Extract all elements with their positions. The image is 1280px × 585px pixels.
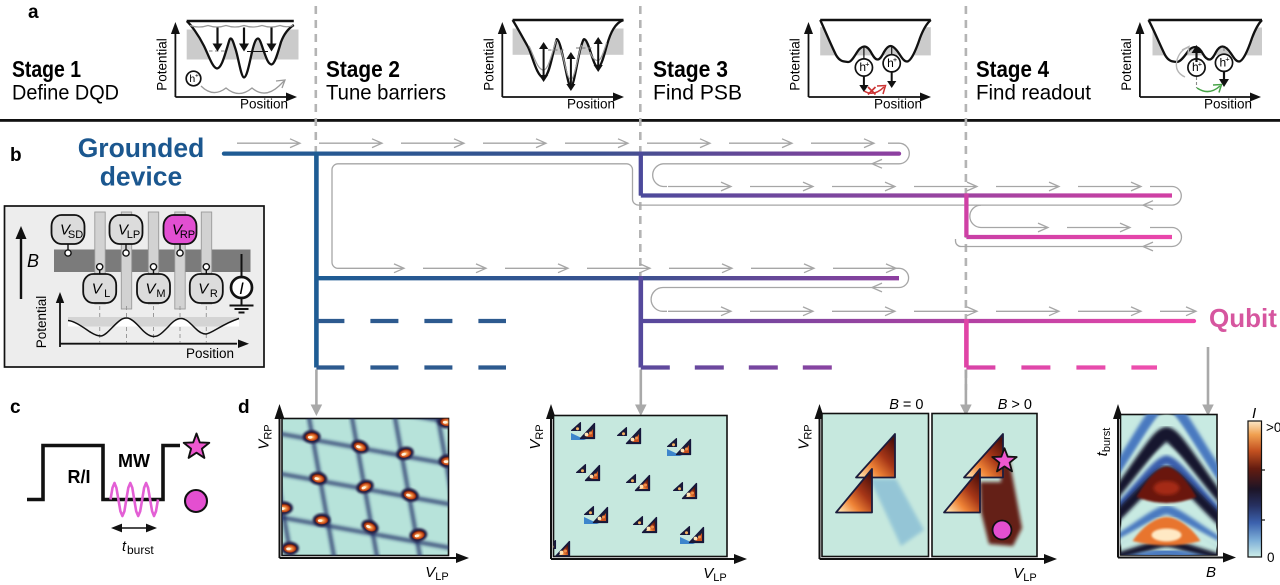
svg-text:V: V [145,281,157,298]
svg-text:Stage 1: Stage 1 [12,56,81,82]
svg-text:B: B [27,251,39,271]
svg-text:VRP: VRP [527,424,546,449]
svg-text:Qubit: Qubit [1209,303,1277,333]
svg-text:t: t [122,539,127,555]
svg-text:b: b [10,145,22,166]
svg-text:Potential: Potential [34,296,49,349]
svg-text:B: B [1206,564,1216,581]
svg-text:RP: RP [180,229,195,241]
svg-text:VRP: VRP [796,424,815,449]
svg-text:burst: burst [127,543,154,557]
svg-text:+: + [893,55,897,64]
svg-text:d: d [238,397,250,418]
svg-text:R: R [210,288,218,300]
svg-text:B = 0: B = 0 [889,397,923,413]
svg-text:a: a [28,2,39,23]
svg-text:V: V [60,222,72,239]
svg-text:+: + [1225,55,1229,64]
svg-text:V: V [172,222,184,239]
svg-text:h: h [1192,60,1199,74]
svg-text:Find PSB: Find PSB [653,81,742,105]
svg-text:Position: Position [186,346,234,361]
svg-text:Stage 3: Stage 3 [653,56,728,82]
svg-text:Position: Position [1204,97,1252,112]
svg-text:VRP: VRP [256,424,275,449]
svg-text:+: + [195,72,199,79]
svg-text:R/I: R/I [67,467,90,487]
svg-text:V: V [118,222,130,239]
svg-text:Define DQD: Define DQD [12,81,119,105]
svg-text:Potential: Potential [154,38,169,91]
svg-text:c: c [10,397,21,418]
svg-text:Potential: Potential [481,38,496,91]
svg-text:device: device [100,162,183,192]
svg-text:h: h [189,73,195,85]
svg-text:V: V [198,281,210,298]
svg-text:VLP: VLP [703,565,726,584]
svg-text:tburst: tburst [1094,428,1113,457]
svg-text:Grounded: Grounded [78,133,205,163]
svg-text:Potential: Potential [788,38,803,91]
svg-text:I: I [239,279,244,298]
svg-text:B > 0: B > 0 [998,397,1032,413]
svg-text:Find readout: Find readout [976,81,1091,105]
svg-text:0: 0 [1267,550,1275,565]
svg-text:V: V [92,281,104,298]
svg-text:h: h [887,56,894,70]
svg-text:VLP: VLP [425,564,448,583]
svg-text:Position: Position [240,97,288,112]
svg-text:Position: Position [567,97,615,112]
svg-text:h: h [1219,55,1226,69]
svg-text:M: M [156,288,165,300]
svg-text:>0: >0 [1266,420,1280,435]
svg-text:Potential: Potential [1119,38,1134,91]
svg-text:h: h [859,60,866,74]
svg-text:I: I [1252,405,1256,422]
svg-text:VLP: VLP [1013,565,1036,584]
svg-text:+: + [1198,59,1202,68]
svg-text:Stage 4: Stage 4 [976,56,1049,82]
svg-text:Tune barriers: Tune barriers [326,81,446,105]
svg-text:Stage 2: Stage 2 [326,56,400,82]
svg-text:L: L [104,288,110,300]
svg-text:Position: Position [874,97,922,112]
svg-text:MW: MW [118,451,150,471]
svg-text:LP: LP [127,229,140,241]
svg-text:+: + [865,59,869,68]
svg-text:SD: SD [68,229,83,241]
